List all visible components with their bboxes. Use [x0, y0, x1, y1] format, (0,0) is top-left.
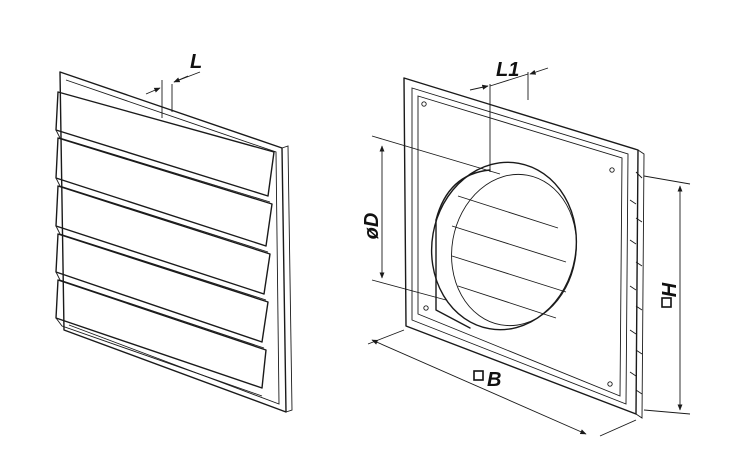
round-spigot	[430, 161, 578, 331]
screw-bottom-right	[607, 381, 613, 387]
square-symbol-h	[661, 297, 672, 308]
louvre-blades	[55, 91, 275, 397]
blade-edges	[629, 171, 643, 395]
screw-top-right	[609, 167, 615, 173]
dimension-l: L	[145, 51, 202, 118]
dimension-diameter: øD	[361, 135, 501, 301]
dimension-b: B	[367, 329, 637, 437]
louvre-grille-front: L	[55, 51, 293, 413]
label-h: H	[659, 282, 681, 297]
label-l1: L1	[496, 59, 519, 81]
grille-rear-with-spigot: L1 øD H B	[361, 59, 691, 437]
label-l: L	[190, 51, 202, 73]
screw-bottom-left	[423, 305, 429, 311]
dimension-h: H	[643, 175, 691, 415]
label-b: B	[487, 369, 501, 391]
square-symbol-b	[473, 370, 484, 381]
dimension-l1: L1	[469, 59, 549, 172]
screw-top-left	[421, 101, 427, 107]
label-diameter: øD	[361, 213, 383, 240]
